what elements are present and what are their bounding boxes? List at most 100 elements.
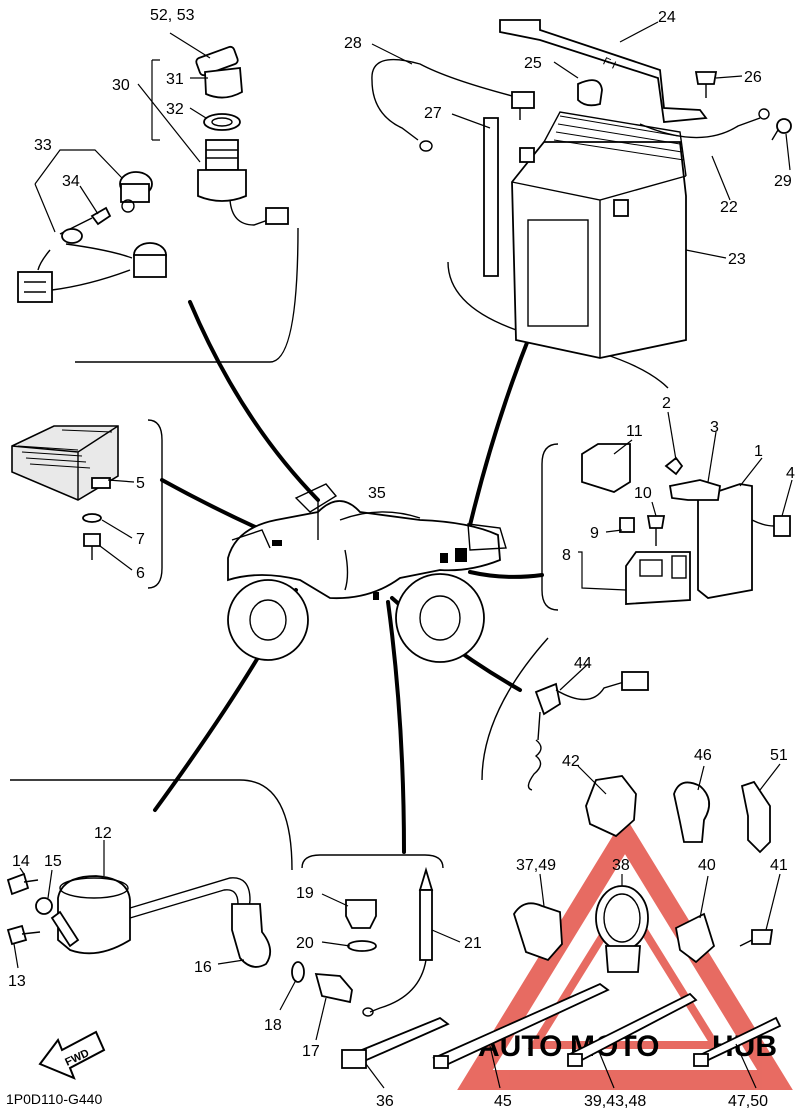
sensor-connector (621, 671, 649, 691)
ignition-assembly (6, 872, 353, 1004)
sender-19 (345, 899, 377, 929)
callout-34: 34 (62, 173, 80, 190)
atv-body (227, 500, 501, 600)
callout-47-50: 47,50 (728, 1093, 768, 1110)
fwd-arrow-icon (38, 1030, 106, 1080)
control-unit-1 (697, 483, 753, 599)
battery-assembly: F I (371, 19, 792, 359)
callout-24: 24 (658, 9, 676, 26)
washer-15 (35, 897, 53, 915)
minus-lead-22 (639, 117, 761, 139)
switch-leaders (34, 32, 211, 233)
bracket-switch-group (75, 227, 299, 363)
battery-leaders (371, 21, 791, 259)
socket-connector (17, 271, 53, 303)
battery-label (527, 219, 589, 327)
switch-body (205, 139, 239, 171)
callout-18: 18 (264, 1017, 282, 1034)
switch-nut (203, 113, 241, 131)
switch-cap (204, 67, 243, 99)
bracket-ignition-group (10, 779, 293, 871)
callout-14: 14 (12, 853, 30, 870)
spark-plug-17 (314, 972, 353, 1004)
atv-sensor-location (373, 592, 379, 600)
clip-42 (585, 775, 637, 838)
callout-23: 23 (728, 251, 746, 268)
callout-26: 26 (744, 69, 762, 86)
clip-37 (513, 902, 563, 962)
main-switch-assembly (195, 45, 289, 226)
bolt-10 (646, 515, 666, 529)
pointer-sender (386, 600, 406, 854)
rod-21-tip (418, 866, 434, 891)
atv-front-rack (231, 529, 271, 549)
pointer-switch (188, 300, 320, 502)
callout-46: 46 (694, 747, 712, 764)
bolt-13 (6, 924, 28, 946)
bulb (90, 206, 112, 226)
clip-46 (673, 781, 710, 843)
clip-41 (751, 929, 774, 945)
rectifier-assembly (11, 425, 119, 560)
bolt-6 (83, 533, 101, 547)
watermark-inner-triangle (527, 892, 723, 1049)
switch-subparts (17, 171, 167, 303)
battery-terminal (613, 199, 629, 217)
atv-front-wheel (227, 579, 309, 661)
bracket-sensor-group (481, 637, 549, 781)
clip-40 (674, 912, 716, 964)
atv-rear-wheel (395, 573, 485, 663)
screw-2 (664, 456, 684, 476)
tie-leaders (489, 1043, 757, 1089)
leader-44 (559, 663, 589, 691)
relay-leaders (578, 411, 793, 591)
gasket-18 (291, 961, 305, 983)
callout-29: 29 (774, 173, 792, 190)
clip-51 (740, 780, 771, 854)
callout-10: 10 (634, 485, 652, 502)
callout-38: 38 (612, 857, 630, 874)
clips-assembly (513, 775, 774, 973)
sender-assembly (341, 866, 450, 1069)
callout-12: 12 (94, 825, 112, 842)
bracket-relay-group (541, 443, 559, 611)
callout-3: 3 (710, 419, 719, 436)
atv-relay-location (455, 548, 467, 562)
atv-vehicle (227, 483, 507, 663)
switch-connector (265, 207, 289, 225)
callout-52-53: 52, 53 (150, 7, 195, 24)
callout-22: 22 (720, 199, 738, 216)
callout-16: 16 (194, 959, 212, 976)
callout-8: 8 (562, 547, 571, 564)
atv-rectifier-location (272, 540, 282, 546)
callout-39-43-48: 39,43,48 (584, 1093, 646, 1110)
plug-cap-16 (231, 903, 272, 968)
callout-31: 31 (166, 71, 184, 88)
callout-33: 33 (34, 137, 52, 154)
callout-30: 30 (112, 77, 130, 94)
bracket-3 (668, 479, 722, 501)
callout-2: 2 (662, 395, 671, 412)
cable-ties (432, 982, 782, 1069)
bolt-26 (694, 71, 718, 85)
callout-35: 35 (368, 485, 386, 502)
washer-7 (82, 513, 102, 523)
callout-21: 21 (464, 935, 482, 952)
sensor-assembly (527, 671, 649, 791)
damper (577, 79, 603, 107)
rod-21 (419, 889, 433, 961)
callout-36: 36 (376, 1093, 394, 1110)
callout-27: 27 (424, 105, 442, 122)
rectifier-leaders (99, 479, 135, 571)
callout-20: 20 (296, 935, 314, 952)
callout-17: 17 (302, 1043, 320, 1060)
callout-32: 32 (166, 101, 184, 118)
callout-40: 40 (698, 857, 716, 874)
atv-battery-location (440, 553, 448, 563)
callout-4: 4 (786, 465, 795, 482)
callout-44: 44 (574, 655, 592, 672)
callout-19: 19 (296, 885, 314, 902)
bracket-rectifier-group (147, 419, 163, 589)
